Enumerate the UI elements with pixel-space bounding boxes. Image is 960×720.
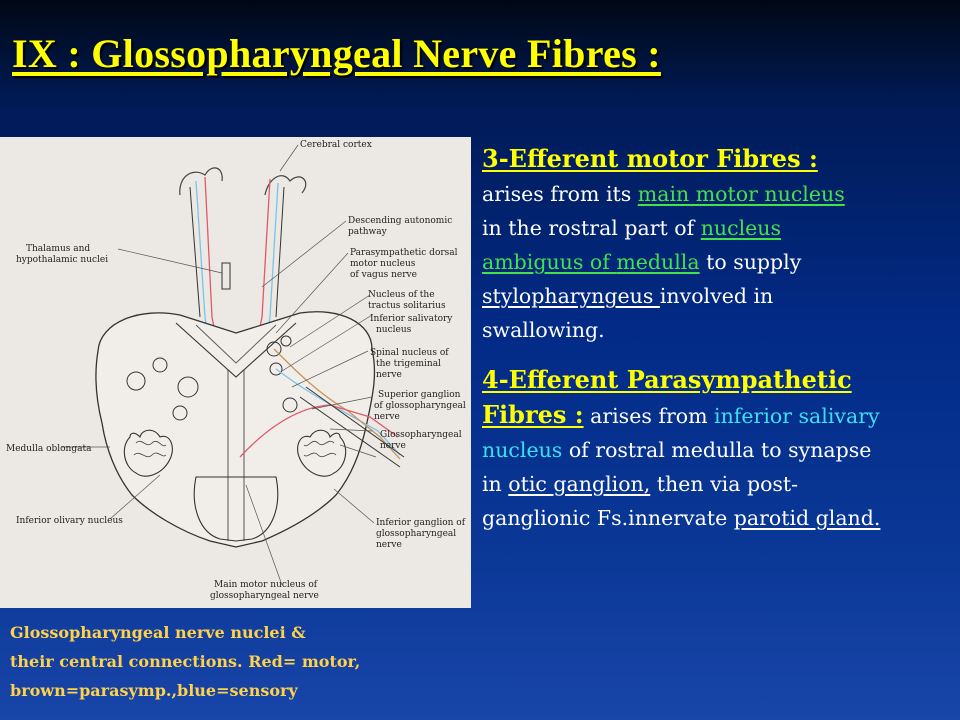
caption-line-3: brown=parasymp.,blue=sensory: [10, 681, 298, 700]
pathway-black-left: [189, 186, 201, 318]
s3-text-1: arises from its: [482, 182, 638, 206]
section3-heading: 3-Efferent motor Fibres :: [482, 144, 818, 173]
label-solitarius-1: Nucleus of the: [368, 290, 435, 300]
pathway-black-right: [275, 186, 285, 318]
thalamus-box: [221, 262, 231, 290]
label-solitarius-2: tractus solitarius: [368, 301, 446, 311]
label-glosso-2: nerve: [380, 441, 406, 451]
label-main-motor-1: Main motor nucleus of: [214, 580, 318, 590]
s3-main-motor-nucleus: main motor nucleus: [637, 182, 845, 206]
label-spinal-3: nerve: [376, 370, 402, 380]
nucleus-circle-8: [280, 335, 292, 347]
section4-heading-2: Fibres :: [482, 400, 584, 429]
nerve-trunk: [299, 386, 405, 468]
s4-text-4: then via post-: [650, 472, 799, 496]
nerve-sensory: [275, 368, 401, 456]
label-main-motor-2: glossopharyngeal nerve: [210, 591, 319, 601]
medulla-outline: [95, 311, 376, 548]
nucleus-circle-6: [269, 362, 283, 376]
label-inf-gang-1: Inferior ganglion of: [376, 518, 466, 528]
leader-lines: [62, 144, 377, 586]
label-parasym-3: of vagus nerve: [350, 270, 417, 280]
section4-heading-1: 4-Efferent Parasympathetic: [482, 365, 852, 394]
nucleus-circle-4: [172, 405, 188, 421]
ventricle-inner: [195, 324, 277, 364]
nucleus-circle-2: [152, 357, 168, 373]
label-inf-sal-2: nucleus: [376, 325, 412, 335]
nerve-diagram-svg: Cerebral cortex Descending autonomic pat…: [6, 140, 466, 601]
s4-text-3: in: [482, 472, 509, 496]
midline: [227, 369, 245, 541]
s3-text-4: involved in: [659, 284, 774, 308]
s4-text-1: arises from: [583, 404, 715, 428]
figure-caption: Glossopharyngeal nerve nuclei & their ce…: [10, 618, 470, 705]
olive-left: [123, 429, 173, 477]
caption-line-2: their central connections. Red= motor,: [10, 652, 361, 671]
label-parasym-2: motor nucleus: [350, 259, 416, 269]
label-sup-gang-3: nerve: [374, 412, 400, 422]
nerve-diagram: Cerebral cortex Descending autonomic pat…: [0, 137, 471, 608]
s4-text-2: of rostral medulla to synapse: [562, 438, 872, 462]
content-text: 3-Efferent motor Fibres : arises from it…: [482, 142, 952, 535]
nucleus-circle-1: [126, 371, 146, 391]
section-efferent-motor: 3-Efferent motor Fibres : arises from it…: [482, 142, 952, 347]
nucleus-circle-3: [177, 376, 199, 398]
label-sup-gang-2: of glossopharyngeal: [374, 401, 466, 411]
label-inf-gang-3: nerve: [376, 540, 402, 550]
olive-left-inner: [133, 440, 167, 458]
caption-line-1: Glossopharyngeal nerve nuclei &: [10, 623, 306, 642]
nucleus-circle-7: [282, 397, 298, 413]
s3-text-2: in the rostral part of: [482, 216, 701, 240]
s3-nucleus: nucleus: [700, 216, 782, 240]
section-efferent-parasympathetic: 4-Efferent Parasympathetic Fibres : aris…: [482, 363, 952, 535]
label-descending-2: pathway: [348, 227, 388, 237]
cortex-right: [264, 175, 307, 196]
s4-text-5: ganglionic Fs.innervate: [482, 506, 734, 530]
s4-inferior-salivary: inferior salivary: [714, 404, 880, 428]
label-cerebral-cortex: Cerebral cortex: [300, 140, 372, 150]
pyramids: [193, 476, 279, 542]
s3-ambiguus: ambiguus of: [482, 250, 617, 274]
label-parasym-1: Parasympathetic dorsal: [350, 248, 458, 258]
s3-stylopharyngeus: stylopharyngeus: [482, 284, 660, 308]
label-thalamus-2: hypothalamic nuclei: [16, 255, 108, 265]
label-spinal-2: the trigeminal: [376, 359, 441, 369]
label-sup-gang-1: Superior ganglion: [378, 390, 461, 400]
olive-right: [297, 429, 347, 477]
label-inf-gang-2: glossopharyngeal: [376, 529, 456, 539]
ventricle: [175, 322, 297, 378]
olive-right-inner: [303, 440, 337, 458]
nucleus-circle-5: [266, 341, 282, 357]
label-inf-olivary: Inferior olivary nucleus: [16, 516, 123, 526]
s3-text-3: to supply: [699, 250, 802, 274]
label-thalamus-1: Thalamus and: [26, 244, 90, 254]
label-medulla: Medulla oblongata: [6, 444, 92, 454]
s4-nucleus: nucleus: [482, 438, 563, 462]
s4-parotid-gland: parotid gland.: [733, 506, 881, 530]
label-glosso-1: Glossopharyngeal: [380, 430, 462, 440]
nerve-motor: [239, 404, 399, 458]
slide-title: IX : Glossopharyngeal Nerve Fibres :: [12, 31, 661, 76]
s3-text-5: swallowing.: [482, 318, 605, 342]
s3-medulla: medulla: [616, 250, 700, 274]
s4-otic-ganglion: otic ganglion,: [508, 472, 651, 496]
cortex-left: [179, 167, 223, 196]
label-inf-sal-1: Inferior salivatory: [370, 314, 453, 324]
label-spinal-1: Spinal nucleus of: [370, 348, 449, 358]
label-descending-1: Descending autonomic: [348, 216, 452, 226]
